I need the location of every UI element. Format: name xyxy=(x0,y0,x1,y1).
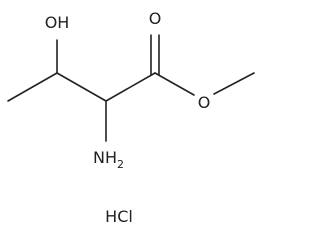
ester-oxygen-label: O xyxy=(198,93,211,112)
amine-label-text: NH xyxy=(93,148,117,167)
hydroxyl-label: OH xyxy=(45,13,70,32)
chemical-structure-diagram: OH O O NH2 HCl xyxy=(7,9,255,226)
amine-subscript: 2 xyxy=(117,158,124,171)
carbonyl-oxygen-label: O xyxy=(149,9,162,28)
salt-label: HCl xyxy=(105,207,133,226)
bond-alpha-carbon-to-carbonyl-carbon xyxy=(105,72,156,102)
bond-methyl-to-carbinol xyxy=(7,72,58,102)
bond-carbonyl-carbon-to-ester-oxygen xyxy=(154,72,195,96)
amine-label: NH2 xyxy=(93,148,124,171)
bond-ester-oxygen-to-methyl xyxy=(213,72,255,95)
bond-carbinol-to-alpha-carbon xyxy=(56,72,107,102)
